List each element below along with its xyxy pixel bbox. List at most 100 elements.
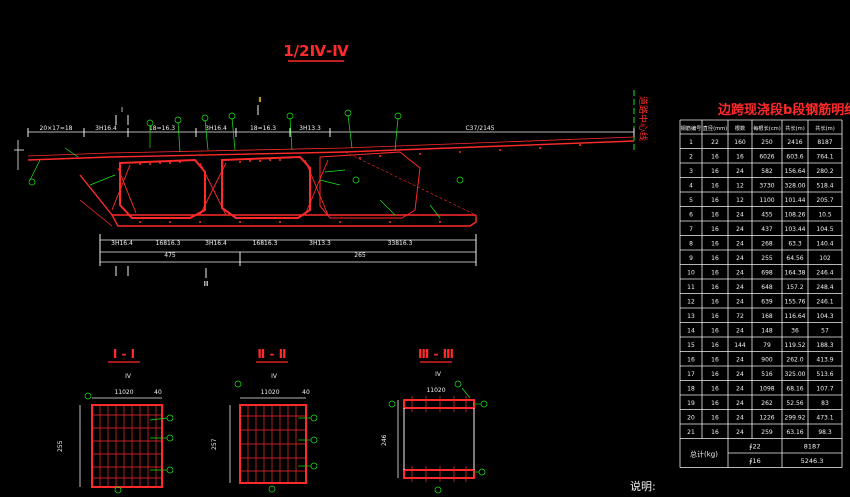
dim-bot-4: 16816.3: [253, 240, 278, 247]
table-cell: 603.6: [786, 154, 803, 161]
table-cell: 160: [734, 139, 746, 146]
dim-top-2: 3H16.4: [95, 125, 117, 132]
table-cell: 21: [687, 429, 695, 436]
table-cell: 246.1: [816, 299, 833, 306]
table-header-1: 钢筋编号: [681, 124, 702, 132]
table-cell: 52.56: [786, 400, 803, 407]
table-cell: 20: [687, 415, 695, 422]
table-cell: 16: [711, 168, 719, 175]
table-cell: 2: [689, 154, 693, 161]
section-3-title: Ⅲ - Ⅲ: [418, 347, 454, 361]
box-girder-section: [27, 136, 635, 227]
stirrup-marks: [139, 144, 581, 223]
table-cell: 280.2: [816, 168, 833, 175]
table-cell: 764.1: [816, 154, 833, 161]
table-cell: 7: [689, 226, 693, 233]
section-mark-2: Ⅱ: [258, 96, 261, 104]
table-cell: 17: [687, 371, 695, 378]
table-cell: 16: [711, 212, 719, 219]
table-cell: 205.7: [816, 197, 833, 204]
table-cell: 83: [821, 400, 829, 407]
dim-top-6: 3H13.3: [299, 125, 321, 132]
table-cell: 455: [761, 212, 773, 219]
table-cell: 24: [736, 371, 744, 378]
section-1-side: 40: [154, 389, 162, 396]
table-cell: 22: [711, 139, 719, 146]
table-cell: 57: [821, 328, 829, 335]
table-cell: 16: [711, 154, 719, 161]
table-cell: 24: [736, 270, 744, 277]
table-header-2: 直径(mm): [703, 124, 728, 132]
table-cell: 900: [761, 357, 773, 364]
section-3-width: 11020: [426, 387, 445, 394]
table-cell: 103.44: [785, 226, 806, 233]
table-cell: 437: [761, 226, 773, 233]
table-cell: 24: [736, 241, 744, 248]
table-cell: 255: [761, 255, 773, 262]
table-cell: 12: [736, 197, 744, 204]
table-cell: 250: [761, 139, 773, 146]
table-cell: 24: [736, 168, 744, 175]
table-total-label: 总计(kg): [690, 450, 718, 459]
table-cell: 79: [763, 342, 771, 349]
table-cell: 24: [736, 415, 744, 422]
table-cell: 1098: [759, 386, 774, 393]
table-header-3: 根数: [735, 124, 746, 132]
table-cell: 6: [689, 212, 693, 219]
section-1-tag: IV: [125, 373, 132, 380]
table-cell: 8: [689, 241, 693, 248]
dim-top-3: 18=16.3: [149, 125, 175, 132]
table-cell: 107.7: [816, 386, 833, 393]
table-cell: 5: [689, 197, 693, 204]
bottom-dimension-chain: 3H16.4 16816.3 3H16.4 16816.3 3H13.3 338…: [99, 234, 477, 266]
svg-text:道路中心线: 道路中心线: [637, 96, 649, 141]
table-cell: 24: [736, 357, 744, 364]
table-cell: 3: [689, 168, 693, 175]
table-total-value: 8187: [804, 443, 821, 451]
table-cell: 101.44: [785, 197, 806, 204]
table-cell: 16: [711, 371, 719, 378]
table-cell: 13: [687, 313, 695, 320]
table-cell: 12: [687, 299, 695, 306]
table-cell: 16: [711, 342, 719, 349]
dim-bot-6: 33816.3: [388, 240, 413, 247]
table-cell: 325.00: [785, 371, 806, 378]
table-cell: 268: [761, 241, 773, 248]
section-2-width: 11020: [260, 389, 279, 396]
table-cell: 248.4: [816, 284, 833, 291]
note-label: 说明:: [630, 479, 656, 493]
dim-top-7: C37/2145: [465, 125, 494, 132]
table-cell: 16: [687, 357, 695, 364]
table-cell: 582: [761, 168, 773, 175]
table-cell: 16: [711, 299, 719, 306]
table-cell: 2416: [787, 139, 802, 146]
table-cell: 16: [736, 154, 744, 161]
section-1-height: 255: [57, 440, 64, 452]
table-cell: 259: [761, 429, 773, 436]
dim-top-5: 18=16.3: [250, 125, 276, 132]
top-dimension-chain: 20×17=18 3H16.4 18=16.3 3H16.4 18=16.3 3…: [27, 125, 635, 137]
section-cut-marks: [115, 105, 259, 278]
dim-top-4: 3H16.4: [205, 125, 227, 132]
section-2-tag: IV: [271, 373, 278, 380]
table-cell: 24: [736, 212, 744, 219]
table-cell: 299.92: [785, 415, 806, 422]
table-cell: 16: [711, 400, 719, 407]
table-cell: 16: [711, 357, 719, 364]
table-cell: 14: [687, 328, 695, 335]
table-cell: 104.5: [816, 226, 833, 233]
dim-bot-2: 16816.3: [156, 240, 181, 247]
rebar-bracing: [111, 159, 329, 216]
table-cell: 64.56: [786, 255, 803, 262]
table-cell: 4: [689, 183, 693, 190]
table-header-5: 共长(m): [785, 124, 804, 132]
table-cell: 24: [736, 400, 744, 407]
section-2-side: 40: [302, 389, 310, 396]
table-cell: 24: [736, 328, 744, 335]
table-cell: 16: [711, 197, 719, 204]
table-cell: 516: [761, 371, 773, 378]
table-cell: 518.4: [816, 183, 833, 190]
table-cell: 639: [761, 299, 773, 306]
table-cell: 140.4: [816, 241, 833, 248]
